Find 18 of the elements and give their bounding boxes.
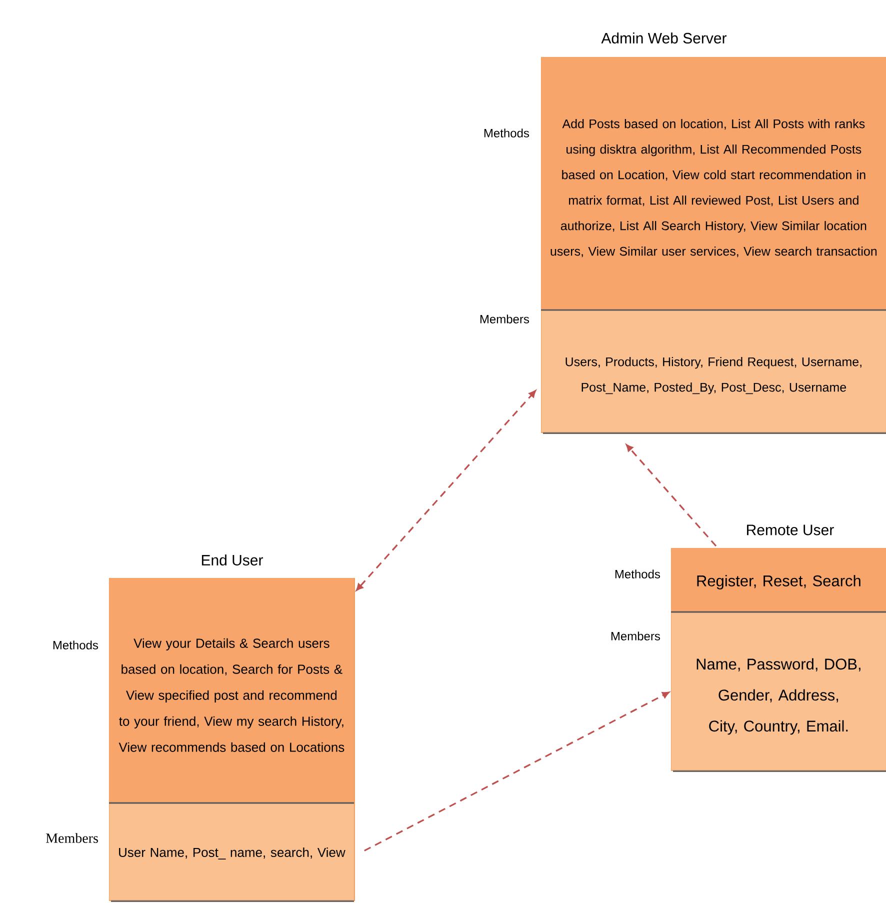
compartment: Add Posts based on location, List All Posts with ranks using disktra algorithm, List All Recommended Posts based on Location, View cold start recommendation in matrix format, List All reviewed Post, List Users and authorize, List All Search History, View Similar location users, View Similar user services, View search transaction <box>541 57 886 310</box>
compartment-label: Members <box>46 833 98 843</box>
arrow <box>356 390 536 591</box>
class-title: Admin Web Server <box>601 32 727 44</box>
compartment: Name, Password, DOB, Gender, Address, City, Country, Email. <box>671 612 886 770</box>
compartment-label: Members <box>480 314 530 324</box>
compartment: Users, Products, History, Friend Request, Username, Post_Name, Posted_By, Post_Desc, Username <box>541 310 886 432</box>
compartment-label: Methods <box>615 570 660 578</box>
compartment: Register, Reset, Search <box>671 548 886 612</box>
compartment-label: Methods <box>53 640 98 650</box>
arrow <box>364 692 670 852</box>
compartment: View your Details & Search users based on location, Search for Posts & View specified post and recommend to your friend, View my search History, View recommends based on Locations <box>109 578 354 804</box>
class-title: End User <box>202 554 263 566</box>
arrow <box>626 444 717 547</box>
compartment-label: Members <box>611 632 660 640</box>
compartment: User Name, Post_ name, search, View <box>109 803 354 900</box>
compartment-label: Methods <box>484 128 530 138</box>
class-title: Remote User <box>747 524 834 536</box>
